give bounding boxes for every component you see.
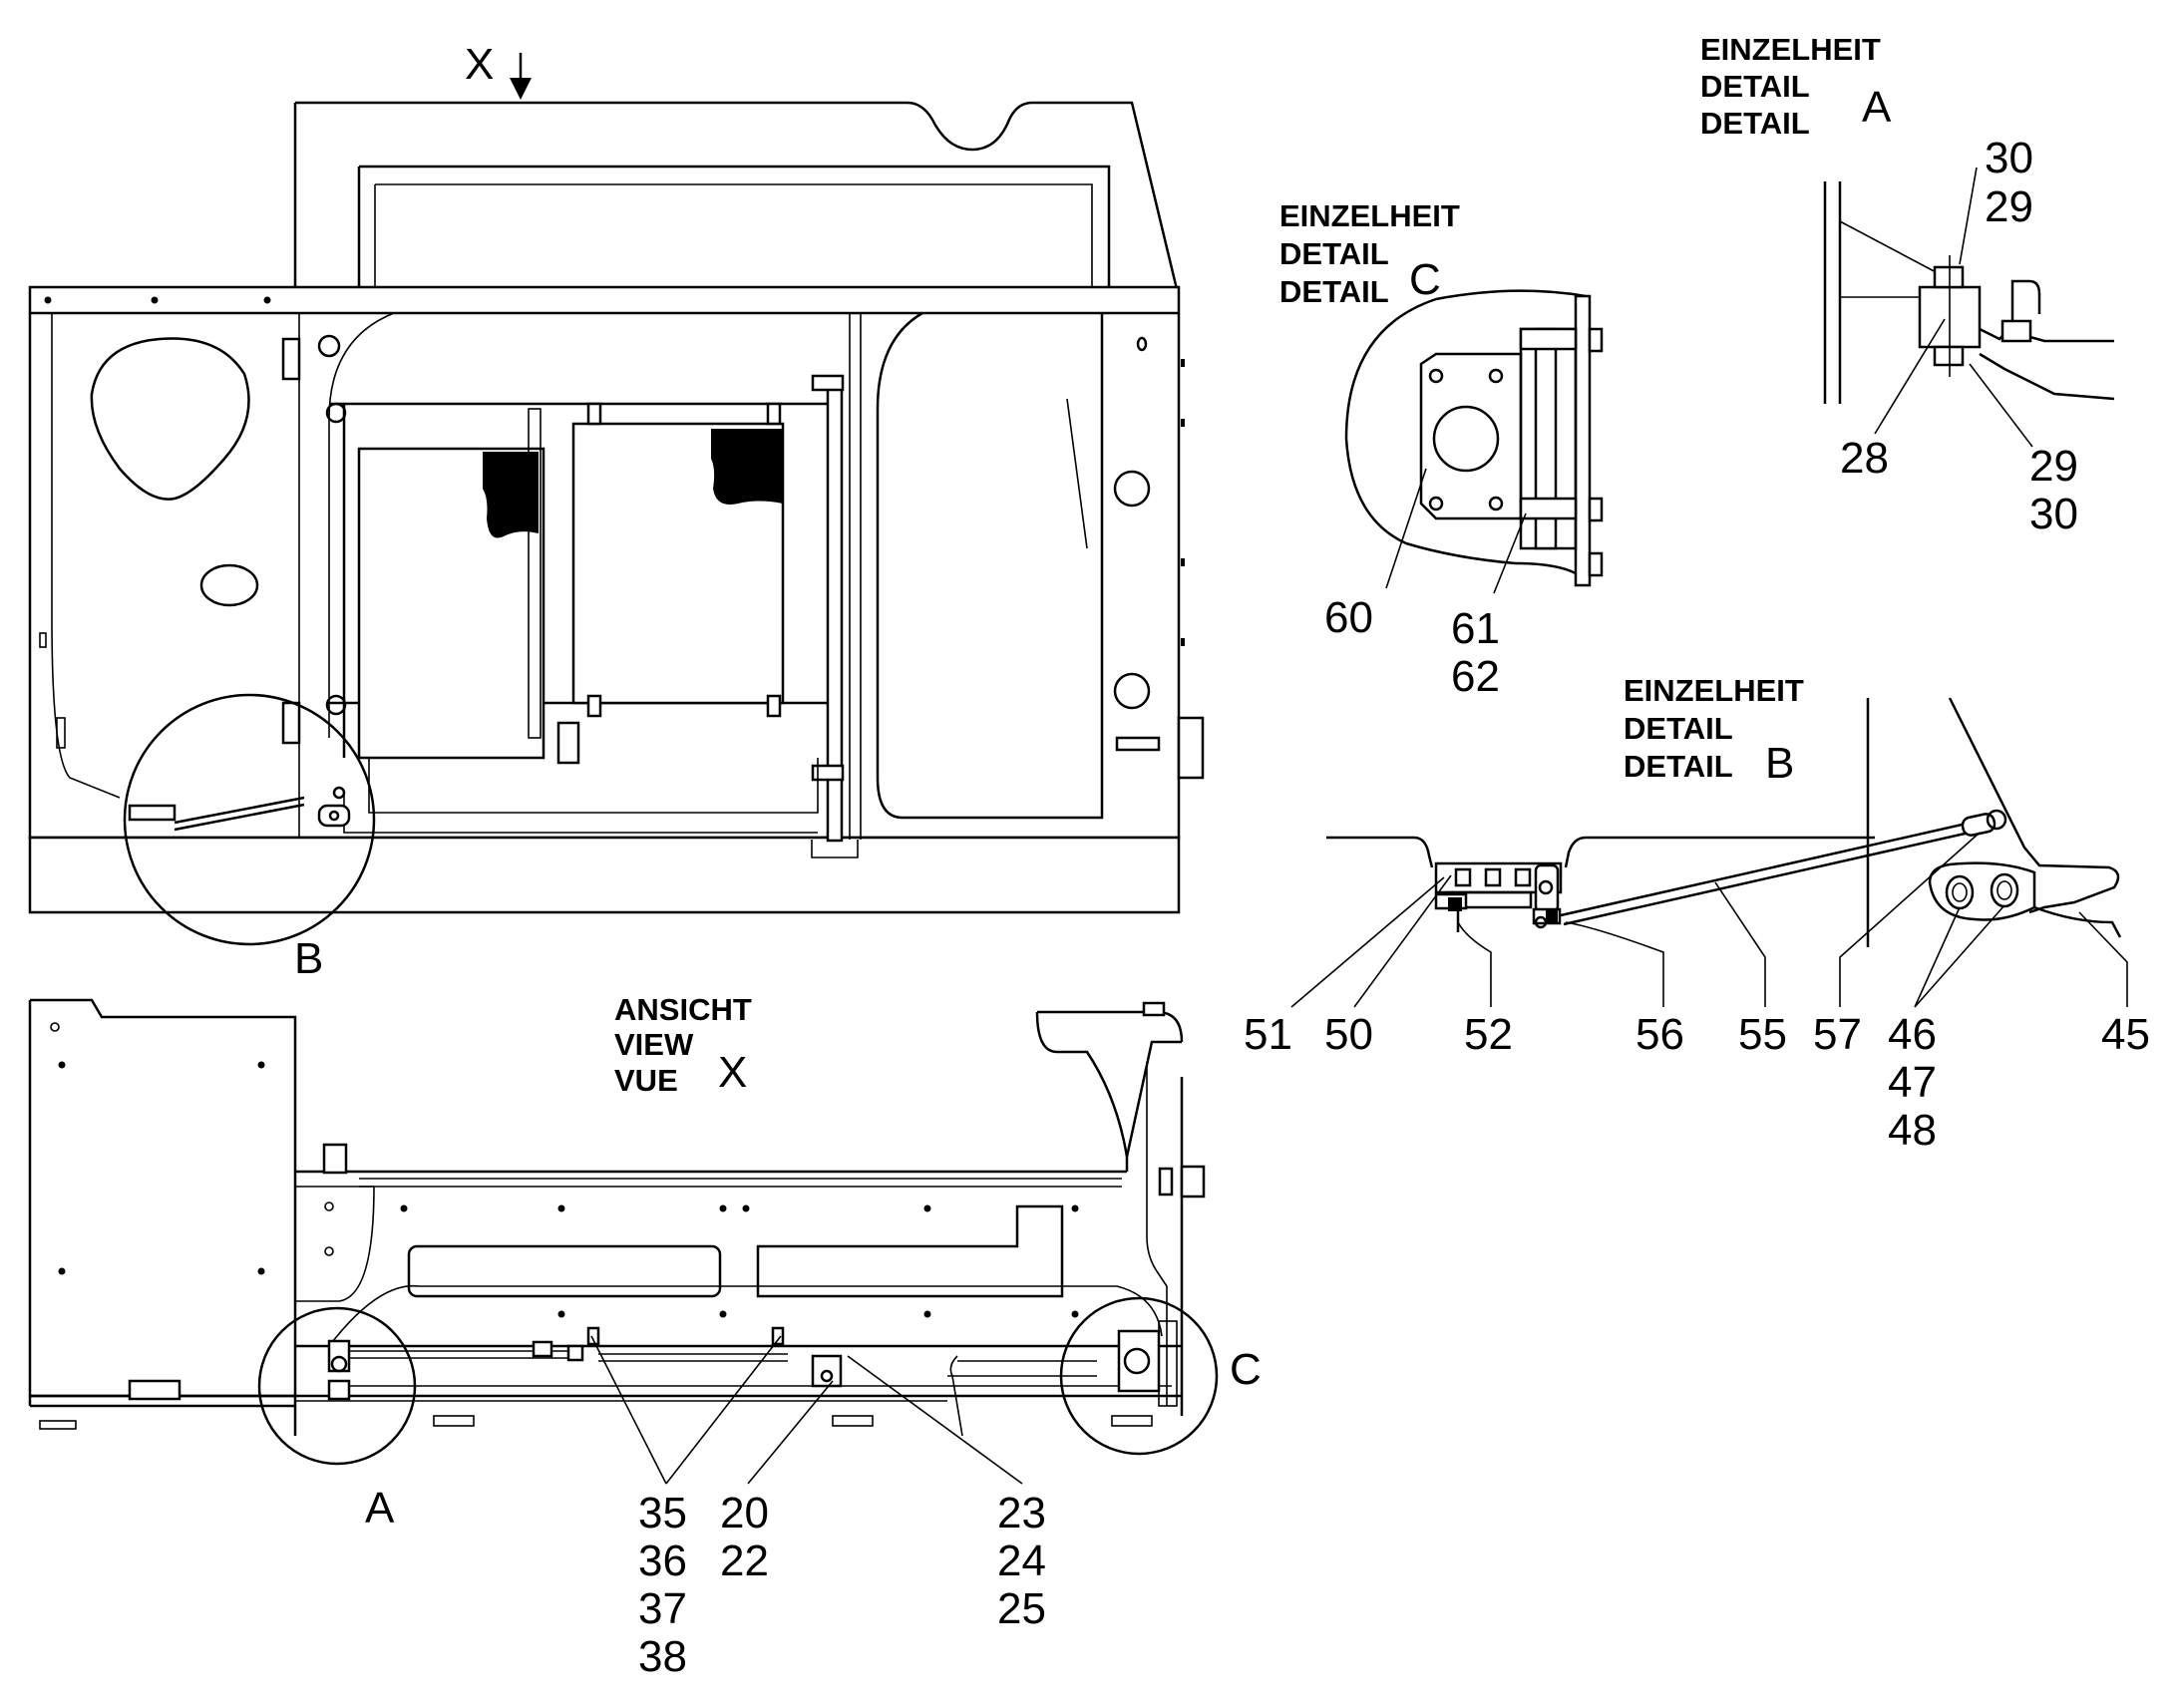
callout-47: 47	[1888, 1058, 1937, 1107]
detail-a-detail-2: DETAIL	[1700, 106, 1810, 141]
detail-c-drawing	[1344, 289, 1604, 594]
view-label: VIEW	[614, 1027, 694, 1062]
callout-55: 55	[1738, 1010, 1787, 1059]
callout-30-bottom: 30	[2029, 490, 2078, 538]
callout-24: 24	[997, 1537, 1046, 1585]
detail-c-detail-2: DETAIL	[1279, 274, 1389, 309]
view-x-title: ANSICHT VIEW VUE X	[614, 992, 752, 1098]
detail-a-marker-circle	[257, 1306, 417, 1466]
detail-b-marker-circle	[123, 693, 376, 946]
detail-c-marker-circle	[1059, 1296, 1219, 1456]
callout-62: 62	[1451, 652, 1500, 701]
detail-a-drawing	[1823, 167, 2115, 448]
detail-c-title: EINZELHEIT DETAIL DETAIL C	[1279, 198, 1460, 309]
callout-25: 25	[997, 1584, 1046, 1633]
callout-50: 50	[1324, 1010, 1373, 1059]
detail-a-marker-letter: A	[365, 1484, 395, 1533]
callout-56: 56	[1635, 1010, 1684, 1059]
callout-51: 51	[1244, 1010, 1292, 1059]
callout-29-bottom: 29	[2029, 442, 2078, 491]
detail-b-einzelheit: EINZELHEIT	[1624, 673, 1804, 708]
callout-48: 48	[1888, 1106, 1937, 1155]
view-x-arrow-icon	[510, 53, 532, 100]
detail-c-detail-1: DETAIL	[1279, 236, 1389, 271]
detail-c-einzelheit: EINZELHEIT	[1279, 198, 1460, 233]
view-x-letter: X	[465, 40, 494, 89]
callout-35: 35	[638, 1489, 687, 1537]
callout-22: 22	[720, 1537, 769, 1585]
detail-b-detail-2: DETAIL	[1624, 749, 1733, 784]
vue-label: VUE	[614, 1063, 678, 1098]
detail-b-marker-letter: B	[294, 934, 323, 983]
callout-38: 38	[638, 1632, 687, 1681]
main-view	[28, 101, 1205, 946]
ansicht-label: ANSICHT	[614, 992, 752, 1027]
callout-46: 46	[1888, 1010, 1937, 1059]
detail-a-detail-1: DETAIL	[1700, 69, 1810, 104]
callout-57: 57	[1813, 1010, 1862, 1059]
callout-36: 36	[638, 1537, 687, 1585]
callout-60: 60	[1324, 593, 1373, 642]
detail-b-drawing	[1290, 697, 2128, 1008]
view-x-drawing	[28, 998, 1219, 1485]
detail-b-detail-1: DETAIL	[1624, 711, 1733, 746]
callout-52: 52	[1464, 1010, 1513, 1059]
detail-b-title: EINZELHEIT DETAIL DETAIL B	[1624, 673, 1804, 788]
callout-45: 45	[2101, 1010, 2150, 1059]
detail-b-title-letter: B	[1765, 739, 1794, 788]
detail-a-title-letter: A	[1862, 83, 1892, 132]
callout-30-top: 30	[1985, 134, 2033, 182]
detail-c-title-letter: C	[1409, 255, 1441, 304]
detail-a-title: EINZELHEIT DETAIL DETAIL A	[1700, 32, 1892, 141]
callout-37: 37	[638, 1584, 687, 1633]
callout-61: 61	[1451, 604, 1500, 653]
callout-29-top: 29	[1985, 182, 2033, 231]
detail-a-einzelheit: EINZELHEIT	[1700, 32, 1881, 67]
callout-20: 20	[720, 1489, 769, 1537]
view-x-title-letter: X	[718, 1048, 747, 1097]
callout-23: 23	[997, 1489, 1046, 1537]
detail-c-marker-letter: C	[1230, 1345, 1262, 1394]
callout-28: 28	[1840, 434, 1889, 483]
